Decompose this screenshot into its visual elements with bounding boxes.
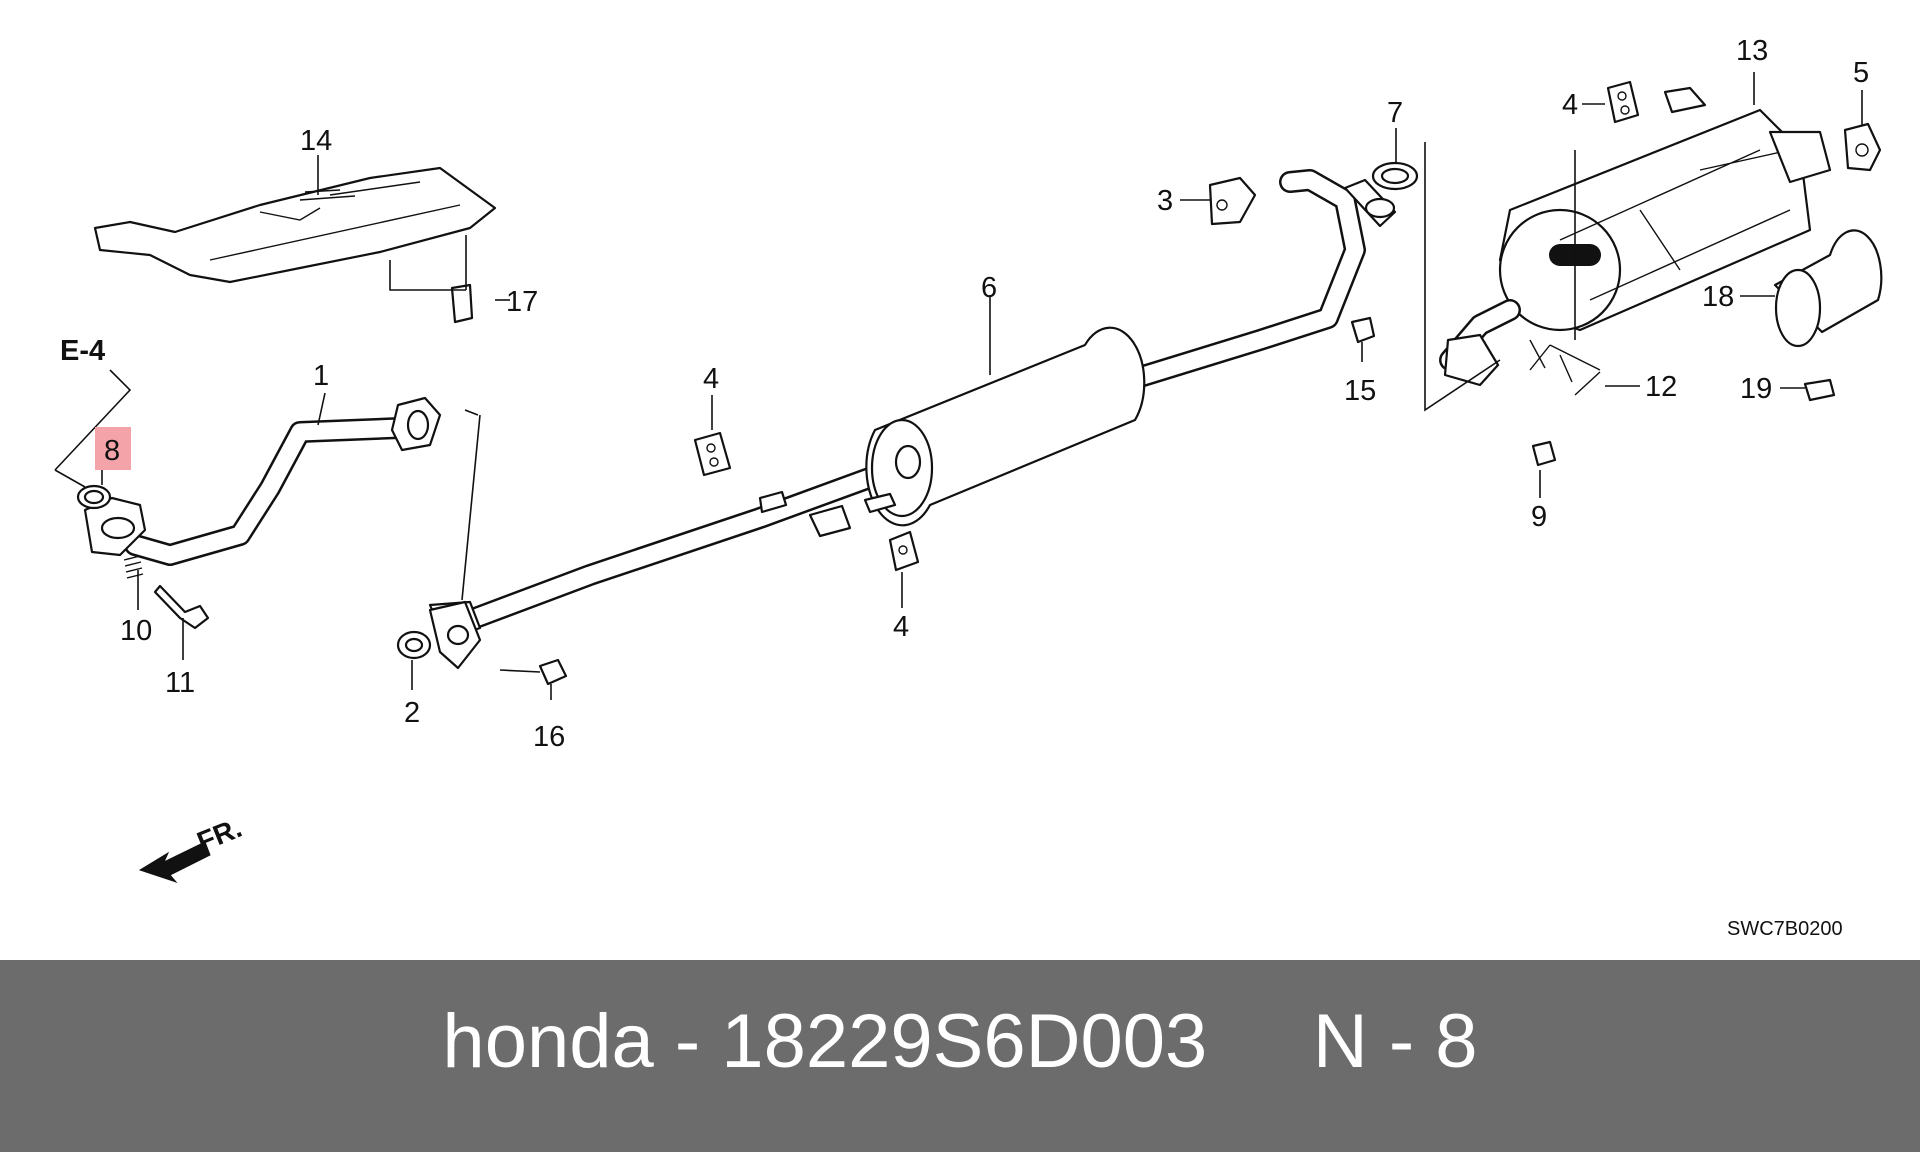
drawing-code: SWC7B0200 xyxy=(1727,918,1843,940)
callout-16: 16 xyxy=(533,721,565,753)
part-number-title: honda - 18229S6D003 N - 8 xyxy=(442,999,1478,1084)
leader-lines xyxy=(54,72,1863,700)
exhaust-system-diagram: FR. E-4 1 2 3 4 4 4 5 6 7 8 9 10 11 12 1… xyxy=(54,35,1883,940)
front-label: FR. xyxy=(193,812,246,858)
callout-9: 9 xyxy=(1531,501,1547,533)
muffler xyxy=(1439,86,1832,387)
callout-1: 1 xyxy=(313,360,329,392)
callout-12: 12 xyxy=(1645,371,1677,403)
callout-13: 13 xyxy=(1736,35,1768,67)
front-pipe xyxy=(83,396,442,566)
callout-19: 19 xyxy=(1740,373,1772,405)
callout-5: 5 xyxy=(1853,57,1869,89)
callout-18: 18 xyxy=(1702,281,1734,313)
front-arrow-icon: FR. xyxy=(138,812,246,884)
callout-4: 4 xyxy=(703,363,719,395)
callout-15: 15 xyxy=(1344,375,1376,407)
callout-6: 6 xyxy=(981,272,997,304)
callout-10: 10 xyxy=(120,615,152,647)
callout-2: 2 xyxy=(404,697,420,729)
callout-14: 14 xyxy=(300,125,332,157)
callout-7: 7 xyxy=(1387,97,1403,129)
callout-11: 11 xyxy=(165,667,195,699)
part-number-banner: honda - 18229S6D003 N - 8 xyxy=(0,960,1920,1152)
parts-diagram-panel: FR. E-4 1 2 3 4 4 4 5 6 7 8 9 10 11 12 1… xyxy=(54,35,1883,940)
callout-4: 4 xyxy=(1562,89,1578,121)
callout-8: 8 xyxy=(104,435,120,467)
callout-3: 3 xyxy=(1157,185,1173,217)
callout-highlight xyxy=(95,427,131,470)
reference-label: E-4 xyxy=(60,335,105,367)
heat-shield xyxy=(93,166,497,284)
callout-4: 4 xyxy=(893,611,909,643)
hardware-parts xyxy=(76,80,1883,686)
callout-17: 17 xyxy=(506,286,538,318)
center-pipe xyxy=(428,169,1397,642)
